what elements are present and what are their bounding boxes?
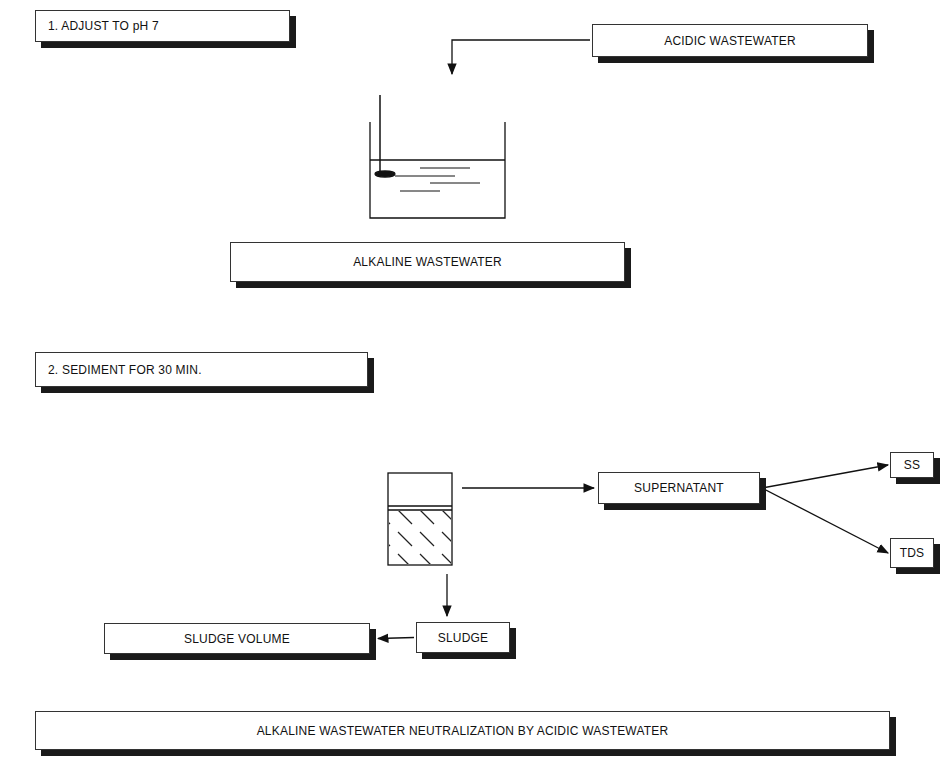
parameter-box: SS [890,452,934,478]
flow-arrow [762,488,888,553]
box-label: 1. ADJUST TO pH 7 [48,19,159,33]
box-label: SUPERNATANT [634,481,724,495]
box-label: ALKALINE WASTEWATER [353,255,502,269]
tank-outline [388,473,452,565]
figure-title-box: ALKALINE WASTEWATER NEUTRALIZATION BY AC… [35,711,890,750]
supernatant-arrow [462,487,594,488]
stirrer-shaft [379,95,381,172]
box-label: 2. SEDIMENT FOR 30 MIN. [48,363,202,377]
layer-boundary [388,506,452,510]
step-box: 2. SEDIMENT FOR 30 MIN. [35,352,368,387]
mixing-beaker [370,95,505,218]
output-box: SLUDGE [416,622,510,653]
output-box: SUPERNATANT [598,472,760,504]
parameter-box: SLUDGE VOLUME [104,623,370,654]
step-box: 1. ADJUST TO pH 7 [35,10,290,42]
flow-arrow [378,638,414,639]
liquid-lines [395,168,480,191]
box-label: SLUDGE [438,631,489,645]
box-label: ACIDIC WASTEWATER [664,34,796,48]
box-label: SLUDGE VOLUME [184,632,290,646]
beaker-wall [370,122,505,218]
liquid-surface [370,159,505,160]
sludge-arrow [446,574,447,616]
sludge-hatching [389,511,451,564]
box-label: TDS [900,546,925,560]
box-label: ALKALINE WASTEWATER NEUTRALIZATION BY AC… [257,724,669,738]
feed-arrow [452,40,590,74]
input-box: ALKALINE WASTEWATER [230,242,625,282]
input-box: ACIDIC WASTEWATER [592,24,868,57]
sedimentation-tank [388,473,452,565]
parameter-box: TDS [890,538,934,568]
box-label: SS [904,458,920,472]
flow-arrow [762,465,888,488]
stirrer-paddle [375,171,395,177]
